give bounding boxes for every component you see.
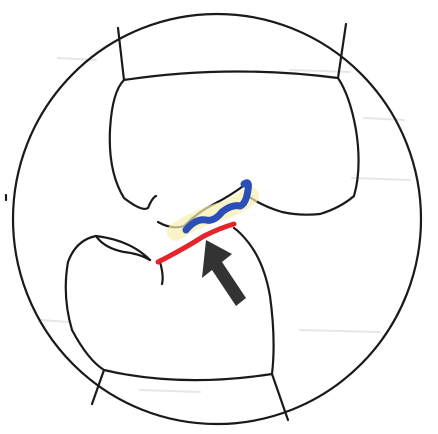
upper-tooth-crown-line	[124, 71, 338, 80]
arrow-icon	[202, 240, 246, 306]
lower-tooth-cusp	[96, 236, 150, 260]
